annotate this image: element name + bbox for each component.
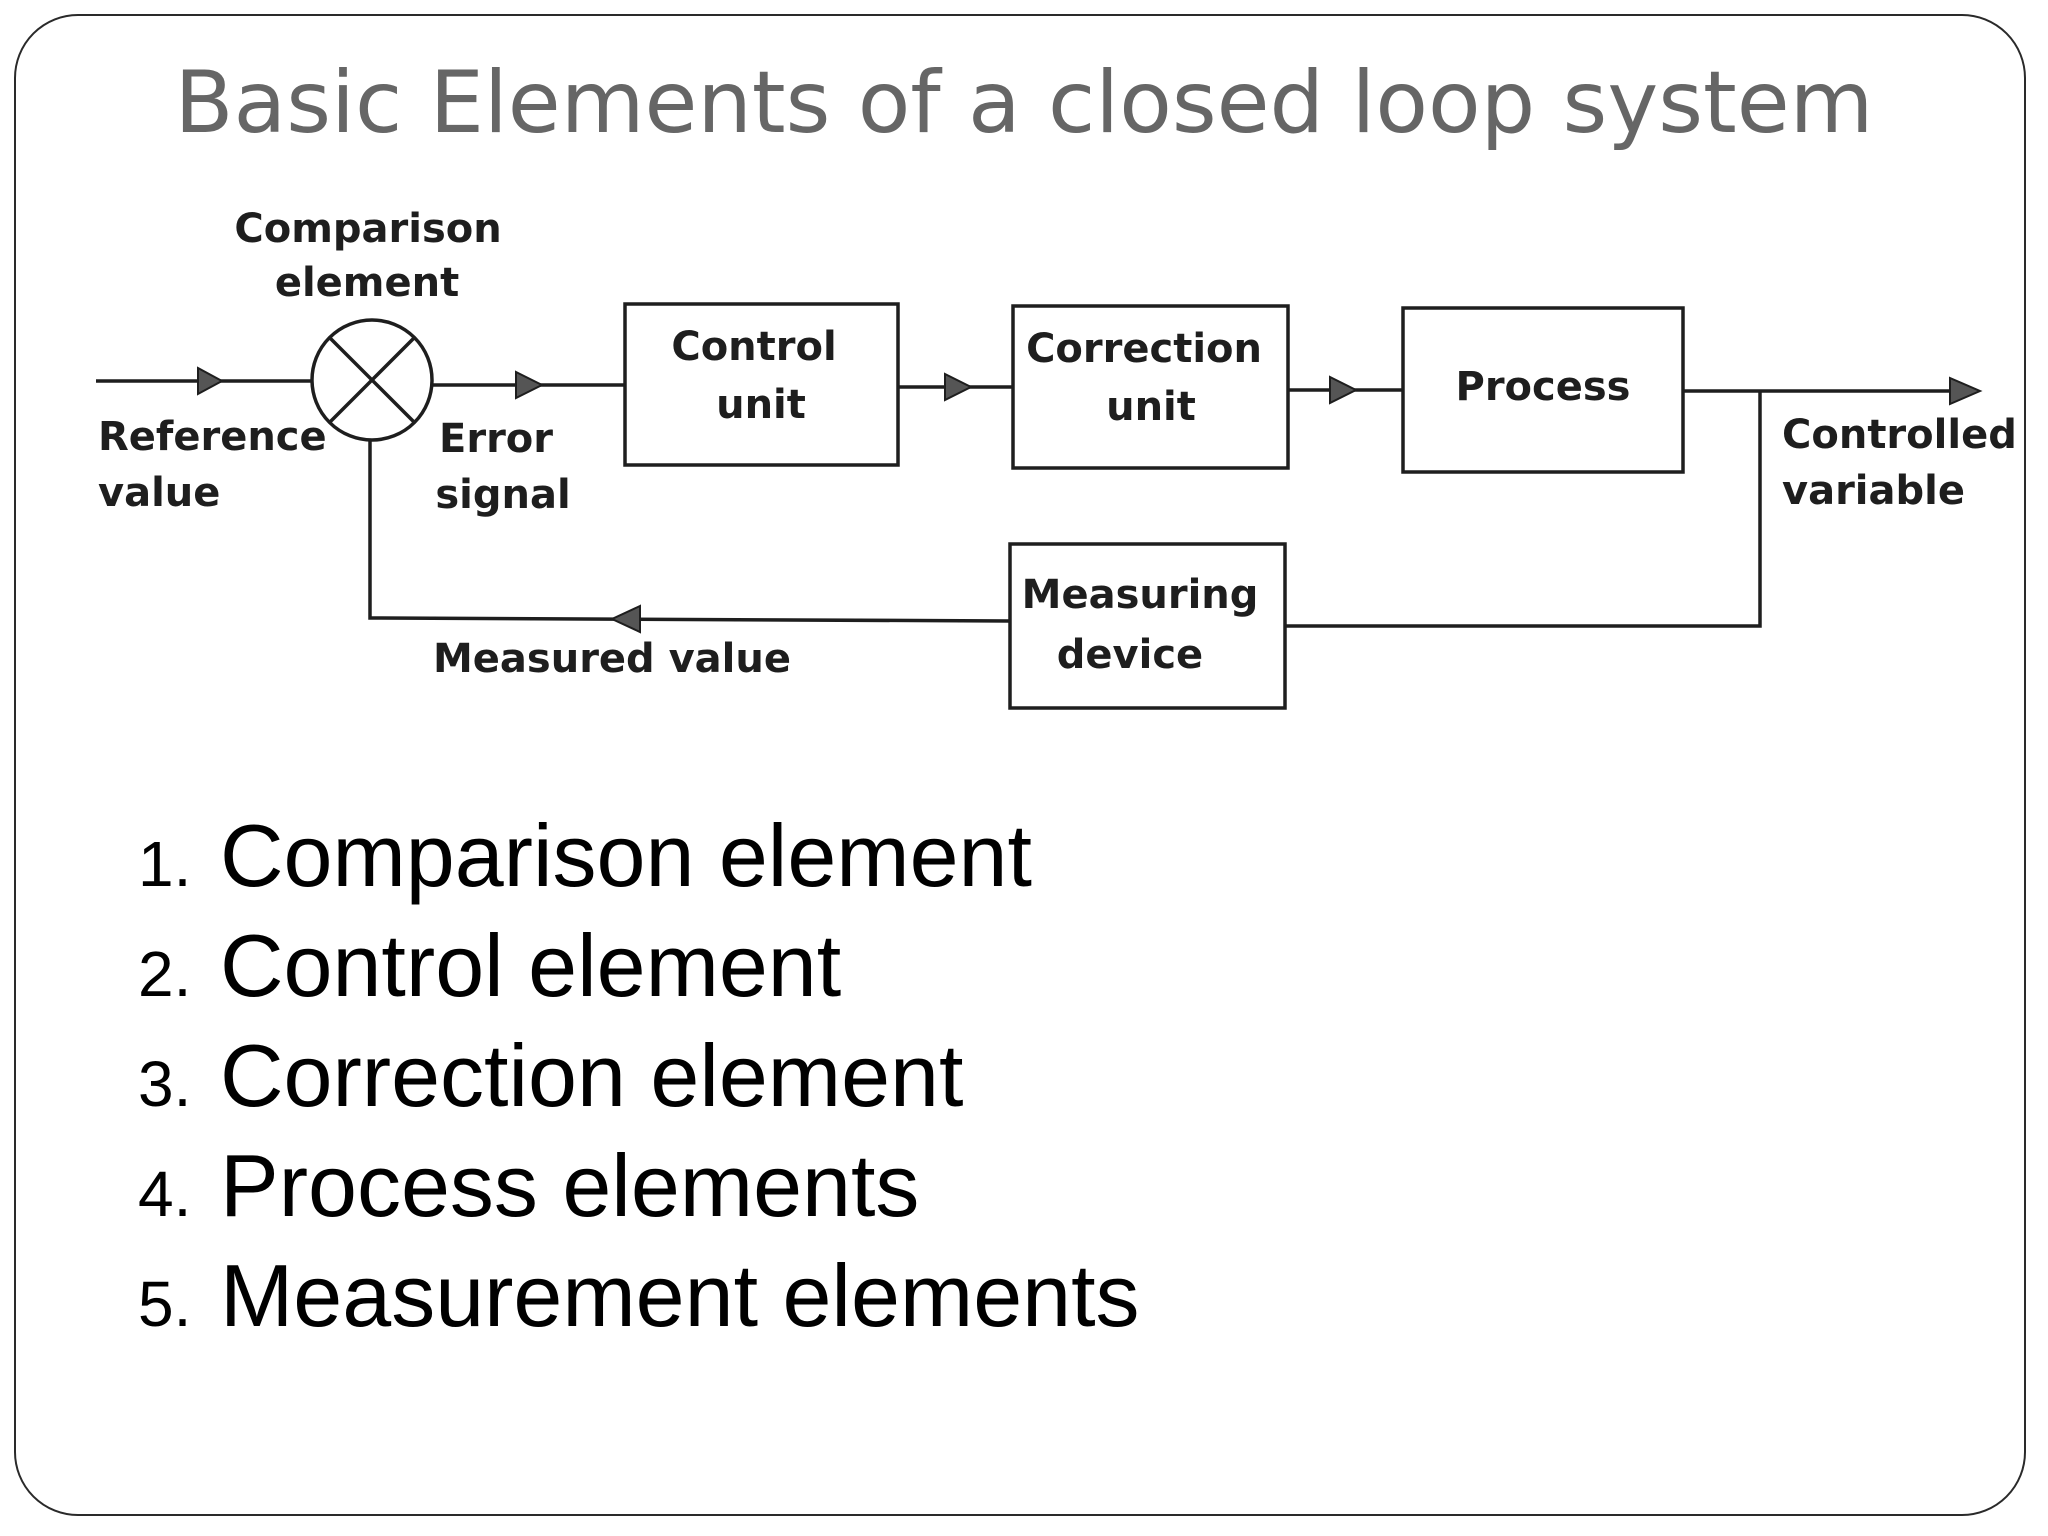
list-label: Correction element [220, 1026, 964, 1125]
correction-unit-label-line-2: unit [1106, 384, 1196, 430]
measuring-label-line-2: device [1057, 632, 1203, 678]
wire-feedback-return [1285, 391, 1762, 628]
comparison-element [310, 318, 434, 442]
comparison-label-line-2: element [275, 260, 459, 306]
measuring-device-label: Measuring device [1022, 572, 1273, 678]
arrow-correction-out [1329, 375, 1359, 405]
measured-label-line-1: Measured value [433, 636, 791, 682]
arrow-reference [197, 366, 225, 396]
process-label: Process [1456, 364, 1631, 410]
arrow-measured-value [609, 604, 641, 634]
list-number: 1. [138, 828, 192, 900]
error-label-line-2: signal [435, 472, 570, 518]
reference-value-label: Reference value [98, 414, 341, 516]
control-unit-box [623, 302, 900, 467]
control-unit-label-line-2: unit [716, 382, 806, 428]
list-item: 4. Process elements [138, 1135, 1140, 1245]
list-item: 2. Control element [138, 915, 1140, 1025]
arrow-error [515, 370, 545, 400]
arrow-control-out [944, 372, 974, 402]
list-label: Comparison element [220, 806, 1032, 905]
correction-unit-box [1011, 304, 1290, 470]
measuring-device-box [1008, 542, 1287, 710]
list-label: Control element [220, 916, 842, 1015]
measuring-label-line-1: Measuring [1022, 572, 1259, 618]
list-number: 4. [138, 1158, 192, 1230]
elements-list: 1. Comparison element 2. Control element… [138, 805, 1140, 1355]
controlled-label-line-1: Controlled [1782, 412, 2017, 458]
list-item: 5. Measurement elements [138, 1245, 1140, 1355]
process-box [1401, 306, 1685, 474]
error-signal-label: Error signal [435, 416, 570, 518]
error-label-line-1: Error [439, 416, 553, 462]
block-diagram: Comparison element Reference value Error… [96, 206, 2031, 710]
slide-frame [14, 14, 2026, 1516]
correction-unit-label: Correction unit [1026, 326, 1276, 430]
list-number: 2. [138, 938, 192, 1010]
process-label-line-1: Process [1456, 364, 1631, 410]
comparison-label-line-1: Comparison [234, 206, 501, 252]
control-unit-label-line-1: Control [671, 324, 836, 370]
list-number: 5. [138, 1268, 192, 1340]
controlled-variable-label: Controlled variable [1782, 412, 2031, 514]
list-item: 3. Correction element [138, 1025, 1140, 1135]
slide-title: Basic Elements of a closed loop system [174, 53, 1874, 153]
controlled-label-line-2: variable [1782, 468, 1965, 514]
wire-feedback-measured [368, 430, 1011, 623]
list-label: Measurement elements [220, 1246, 1140, 1345]
list-number: 3. [138, 1048, 192, 1120]
list-item: 1. Comparison element [138, 805, 1140, 915]
measured-value-label: Measured value [433, 636, 791, 682]
arrow-output [1949, 376, 1983, 406]
control-unit-label: Control unit [671, 324, 850, 428]
reference-label-line-2: value [98, 470, 220, 516]
comparison-element-label: Comparison element [234, 206, 515, 306]
list-label: Process elements [220, 1136, 920, 1235]
correction-unit-label-line-1: Correction [1026, 326, 1262, 372]
reference-label-line-1: Reference [98, 414, 327, 460]
